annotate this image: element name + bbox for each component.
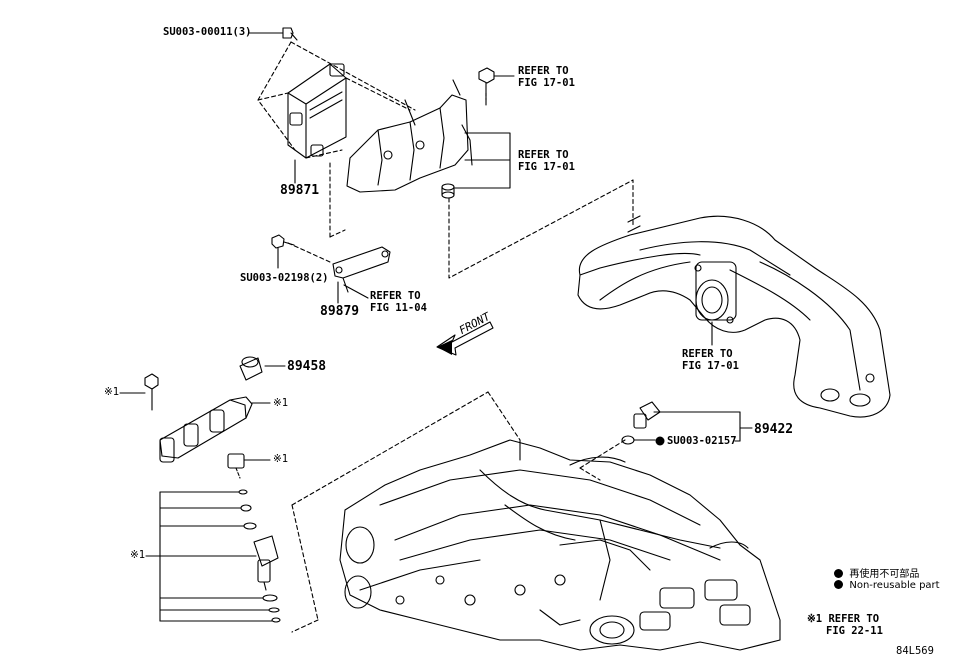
- bolt-su003-02198-drawing: [271, 234, 295, 269]
- label-refer-fig17-c-line1: REFER TO: [682, 348, 733, 360]
- label-refer-fig11-line2: FIG 11-04: [370, 302, 427, 314]
- engine-dashed-lines: [291, 391, 626, 633]
- part-number-89458: 89458: [287, 359, 327, 374]
- part-number-89422: 89422: [754, 422, 794, 437]
- label-refer-fig17-a-line2: FIG 17-01: [518, 77, 575, 89]
- label-ref1-clip: ※1: [273, 453, 289, 465]
- label-refer-fig17-b-line1: REFER TO: [518, 149, 569, 161]
- ecm-bracket-drawing: [346, 79, 473, 193]
- bracket-89879-drawing: [287, 242, 391, 304]
- label-ref1-rail: ※1: [273, 397, 289, 409]
- label-ref1-bolt: ※1: [104, 386, 120, 398]
- clip-drawing: [227, 453, 271, 479]
- engine-block-drawing: [339, 439, 781, 651]
- label-refer-fig22-line2: FIG 22-11: [826, 625, 883, 637]
- legend-en-text: Non-reusable part: [849, 580, 940, 591]
- label-su003-02198: SU003-02198(2): [240, 272, 329, 284]
- label-refer-fig22-line1: ※1 REFER TO: [807, 613, 880, 625]
- front-arrow-drawing: [436, 321, 494, 356]
- ecm-dashed-lines: [257, 41, 416, 159]
- intake-manifold-drawing: [577, 215, 891, 418]
- legend-jp-text: 再使用不可部品: [849, 569, 920, 580]
- bolt-refer-fig17-drawing: [478, 67, 515, 106]
- part-number-89879: 89879: [320, 304, 360, 319]
- legend-dot-icon: [834, 569, 844, 578]
- label-ref1-injector: ※1: [130, 549, 146, 561]
- non-reusable-marker-fill: [437, 340, 665, 446]
- legend-dot-icon: [834, 580, 844, 589]
- sensor-89458-drawing: [239, 356, 286, 381]
- label-refer-fig17-a-line1: REFER TO: [518, 65, 569, 77]
- manifold-dashed-lines: [329, 159, 634, 279]
- label-su003-02157: SU003-02157: [667, 435, 737, 447]
- label-su003-00011: SU003-00011(3): [163, 26, 252, 38]
- part-number-89871: 89871: [280, 183, 320, 198]
- injector-drawing: [145, 489, 281, 623]
- label-refer-fig17-c-line2: FIG 17-01: [682, 360, 739, 372]
- sensor-89422-drawing: [621, 401, 753, 445]
- bolt-su003-00011-drawing: [248, 27, 298, 41]
- ecm-module-drawing: [287, 63, 347, 159]
- legend-non-reusable-jp: 再使用不可部品: [828, 554, 919, 580]
- grommet-drawing: [441, 132, 511, 199]
- figure-code: 84L569: [896, 645, 934, 657]
- fuel-rail-drawing: [119, 373, 271, 463]
- legend-non-reusable-en: Non-reusable part: [828, 569, 940, 591]
- label-refer-fig11-line1: REFER TO: [370, 290, 421, 302]
- label-refer-fig17-b-line2: FIG 17-01: [518, 161, 575, 173]
